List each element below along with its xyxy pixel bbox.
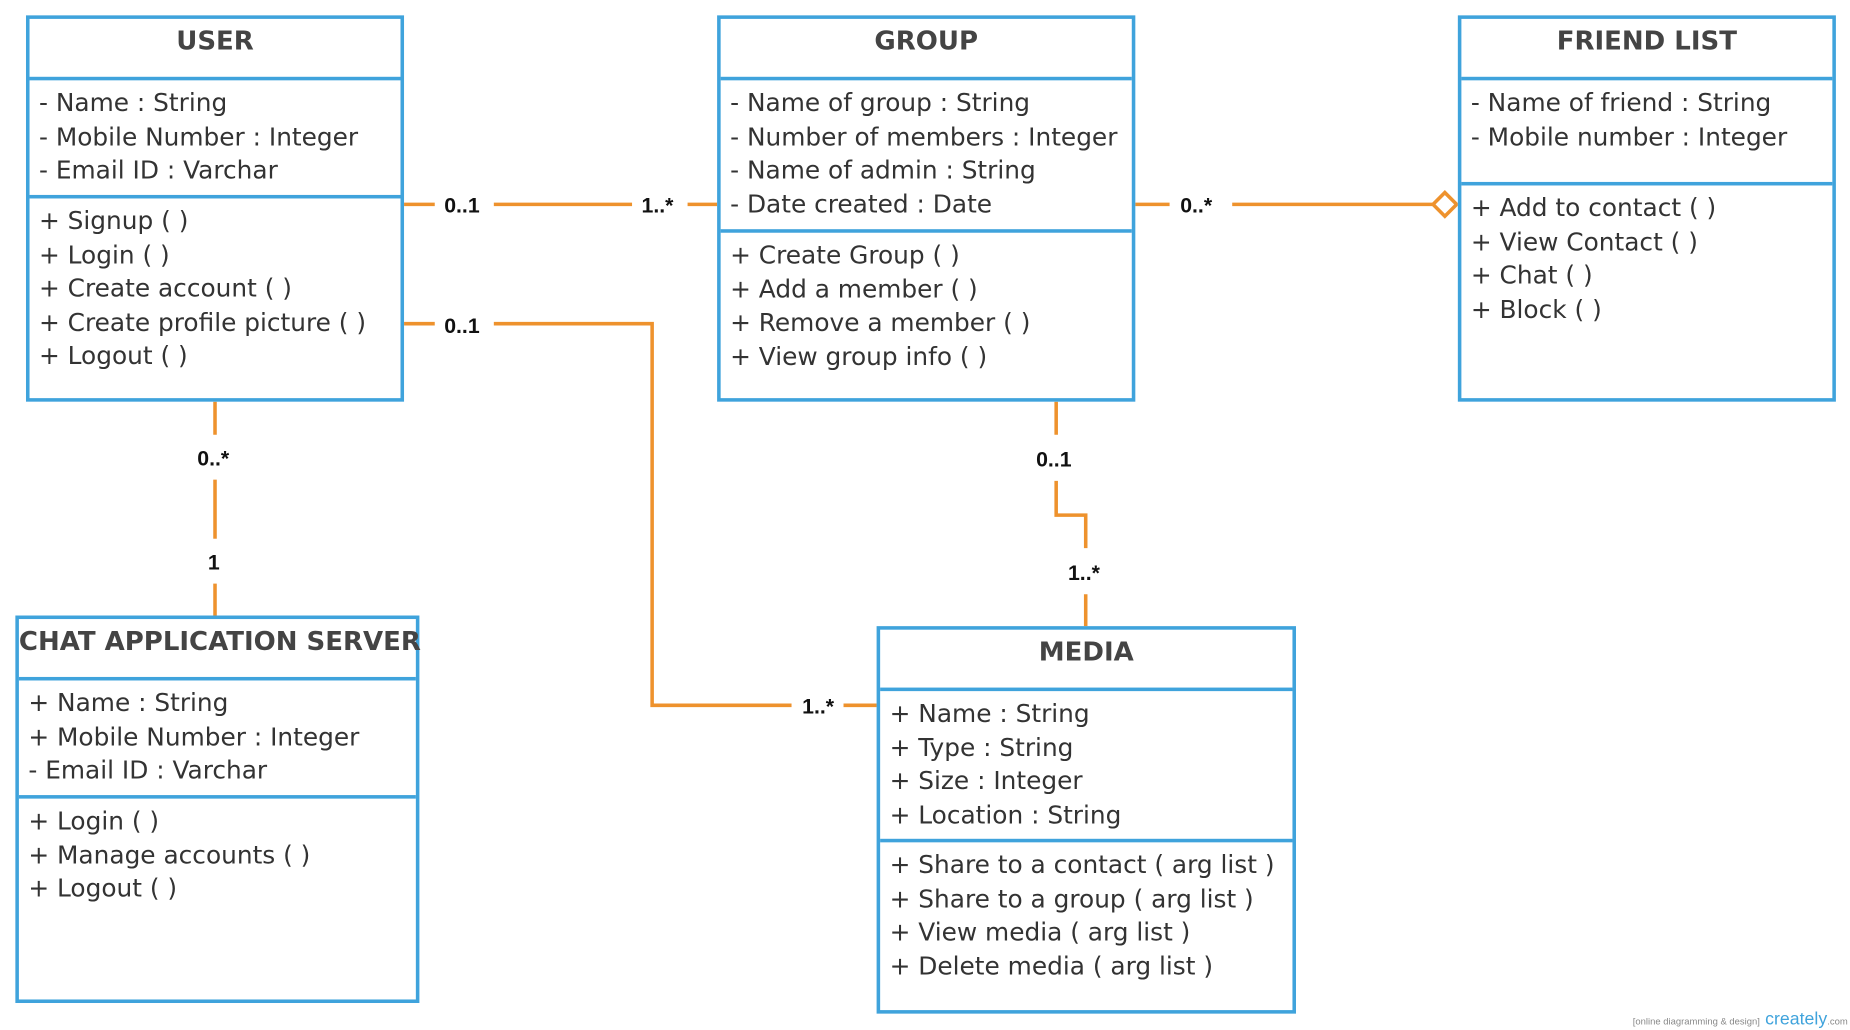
class-media-title: MEDIA: [880, 630, 1293, 692]
class-group-title: GROUP: [720, 19, 1132, 81]
attribute-row: - Email ID : Varchar: [38, 155, 278, 185]
class-friend-list: FRIEND LIST - Name of friend : String - …: [1457, 15, 1836, 402]
method-row: + View Contact ( ): [1470, 227, 1698, 256]
method-row: + View media ( arg list ): [889, 917, 1191, 947]
method-row: + Logout ( ): [38, 341, 188, 370]
method-row: + Create Group ( ): [730, 241, 960, 270]
mult-group-media-media: 1..*: [1068, 561, 1101, 585]
method-row: + Logout ( ): [28, 874, 178, 903]
creately-watermark: [online diagramming & design] creately.c…: [1633, 1009, 1848, 1030]
class-friend-list-methods: + Add to contact ( ) + View Contact ( ) …: [1461, 185, 1832, 330]
aggregation-diamond-icon: [1430, 190, 1460, 219]
attribute-row: - Name : String: [38, 88, 228, 117]
attribute-row: - Mobile Number : Integer: [38, 122, 359, 151]
mult-user-group-user: 0..1: [444, 194, 480, 218]
class-friend-list-title: FRIEND LIST: [1461, 19, 1833, 81]
mult-user-media-media: 1..*: [802, 695, 835, 719]
method-row: + Login ( ): [28, 806, 160, 836]
attribute-row: - Mobile number : Integer: [1470, 122, 1788, 151]
method-row: + Create profile picture ( ): [38, 307, 367, 337]
class-chat-server-methods: + Login ( ) + Manage accounts ( ) + Logo…: [19, 799, 416, 911]
method-row: + Chat ( ): [1470, 261, 1593, 290]
attribute-row: - Date created : Date: [730, 189, 993, 218]
mult-user-server-server: 1: [208, 550, 220, 574]
method-row: + Delete media ( arg list ): [889, 951, 1214, 980]
method-row: + Share to a contact ( arg list ): [889, 850, 1275, 879]
attribute-row: + Mobile Number : Integer: [28, 722, 360, 751]
class-user-methods: + Signup ( ) + Login ( ) + Create accoun…: [30, 198, 401, 377]
class-user-title: USER: [29, 19, 401, 81]
assoc-user-media-line: [493, 321, 792, 708]
class-group: GROUP - Name of group : String - Number …: [717, 15, 1136, 402]
attribute-row: + Name : String: [28, 688, 229, 718]
method-row: + Signup ( ): [38, 206, 189, 236]
method-row: + Block ( ): [1470, 294, 1602, 324]
watermark-tagline: [online diagramming & design]: [1632, 1016, 1760, 1027]
method-row: + View group info ( ): [730, 342, 988, 371]
method-row: + Add a member ( ): [730, 274, 978, 304]
class-friend-list-attributes: - Name of friend : String - Mobile numbe…: [1461, 80, 1833, 186]
method-row: + Share to a group ( arg list ): [889, 884, 1254, 913]
method-row: + Add to contact ( ): [1470, 193, 1717, 223]
mult-user-server-user: 0..*: [197, 446, 230, 470]
attribute-row: - Email ID : Varchar: [28, 756, 268, 785]
class-media: MEDIA + Name : String + Type : String + …: [876, 626, 1296, 1014]
mult-user-media-user: 0..1: [444, 314, 480, 338]
mult-user-group-group: 1..*: [642, 194, 675, 218]
method-row: + Login ( ): [38, 240, 170, 269]
method-row: + Manage accounts ( ): [28, 840, 311, 869]
class-user: USER - Name : String - Mobile Number : I…: [25, 15, 405, 402]
class-group-methods: + Create Group ( ) + Add a member ( ) + …: [721, 233, 1132, 378]
watermark-brand: creately: [1765, 1008, 1828, 1029]
attribute-row: + Location : String: [889, 800, 1122, 829]
attribute-row: + Size : Integer: [889, 766, 1083, 796]
attribute-row: - Number of members : Integer: [730, 122, 1118, 151]
class-chat-server: CHAT APPLICATION SERVER + Name : String …: [15, 615, 421, 1004]
class-user-attributes: - Name : String - Mobile Number : Intege…: [29, 80, 401, 199]
class-media-methods: + Share to a contact ( arg list ) + Shar…: [880, 842, 1292, 987]
method-row: + Create account ( ): [38, 274, 292, 303]
mult-group-friendlist-group: 0..*: [1180, 194, 1213, 218]
attribute-row: + Name : String: [889, 699, 1090, 728]
attribute-row: - Name of admin : String: [730, 155, 1036, 185]
assoc-group-media-line: [1054, 480, 1088, 549]
class-chat-server-attributes: + Name : String + Mobile Number : Intege…: [18, 680, 416, 799]
attribute-row: - Name of friend : String: [1470, 88, 1772, 117]
class-chat-server-title: CHAT APPLICATION SERVER: [18, 619, 421, 681]
class-media-attributes: + Name : String + Type : String + Size :…: [880, 691, 1293, 843]
mult-group-media-group: 0..1: [1036, 448, 1072, 472]
attribute-row: - Name of group : String: [730, 88, 1031, 117]
attribute-row: + Type : String: [889, 733, 1074, 762]
method-row: + Remove a member ( ): [730, 308, 1031, 337]
watermark-brand-tld: .com: [1827, 1016, 1848, 1027]
class-group-attributes: - Name of group : String - Number of mem…: [720, 80, 1132, 233]
